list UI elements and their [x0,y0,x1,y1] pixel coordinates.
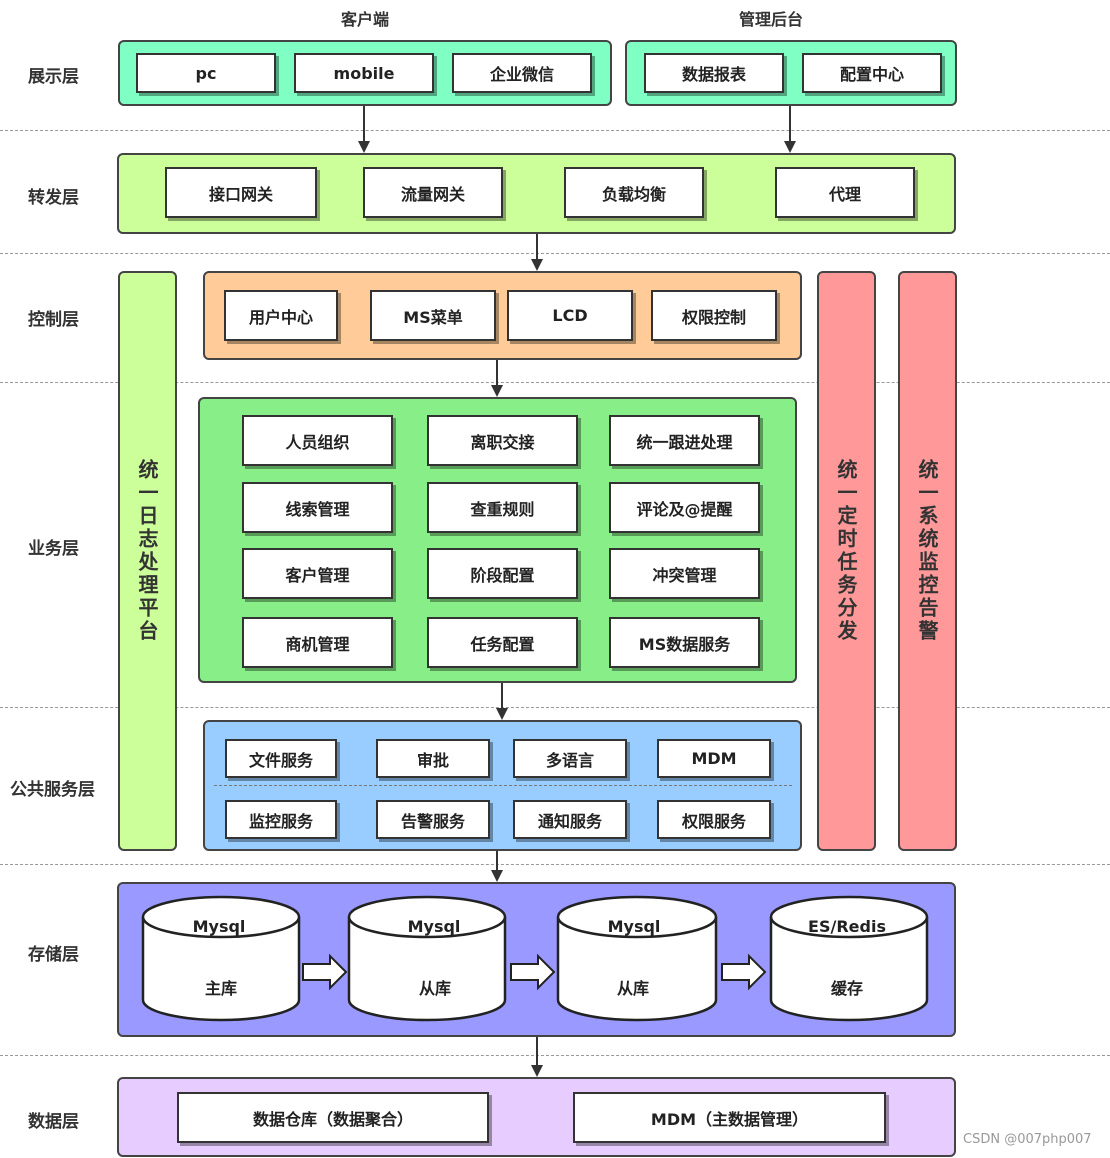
wecom-box: 企业微信 [452,53,592,93]
data-warehouse-box: 数据仓库（数据聚合） [177,1092,489,1143]
cylinder-3-bottom-label: 从库 [616,979,650,998]
stage-config-box: 阶段配置 [427,548,578,599]
separator-line [0,130,1110,131]
layer-label-public: 公共服务层 [10,780,95,800]
report-box: 数据报表 [644,53,784,93]
lcd-box: LCD [507,290,633,341]
alert-service-box: 告警服务 [376,800,490,839]
separator-line [0,1055,1110,1056]
org-box: 人员组织 [242,415,393,466]
monitor-alert-label: 统一系统监控告警 [915,459,939,643]
monitor-alert-column: 统一系统监控告警 [898,271,957,851]
public-services-divider [214,785,792,786]
cylinder-1-bottom-label: 主库 [204,979,238,998]
pc-box: pc [136,53,276,93]
i18n-box: 多语言 [513,739,627,778]
permission-service-box: 权限服务 [657,800,771,839]
log-platform-column: 统一日志处理平台 [118,271,177,851]
task-dispatch-label: 统一定时任务分发 [834,459,858,643]
load-balancer-box: 负载均衡 [564,167,704,218]
comment-mention-box: 评论及@提醒 [609,482,760,533]
separator-line [0,253,1110,254]
followup-box: 统一跟进处理 [609,415,760,466]
proxy-box: 代理 [775,167,915,218]
mobile-box: mobile [294,53,434,93]
config-center-box: 配置中心 [802,53,942,93]
lead-mgmt-box: 线索管理 [242,482,393,533]
dedup-rule-box: 查重规则 [427,482,578,533]
layer-label-data: 数据层 [28,1112,79,1132]
cylinder-4-bottom-label: 缓存 [830,979,864,998]
opportunity-mgmt-box: 商机管理 [242,617,393,668]
layer-label-storage: 存储层 [28,945,79,965]
permission-control-box: 权限控制 [651,290,777,341]
log-platform-label: 统一日志处理平台 [135,459,159,643]
watermark: CSDN @007php007 [963,1132,1092,1147]
layer-label-display: 展示层 [28,67,79,87]
separator-line [0,707,1110,708]
cylinder-2-top-label: Mysql [407,917,461,936]
cylinder-2-bottom-label: 从库 [418,979,452,998]
layer-label-forward: 转发层 [28,188,79,208]
separator-line [0,382,1110,383]
mdm-master-data-box: MDM（主数据管理） [573,1092,886,1143]
layer-label-business: 业务层 [28,539,79,559]
client-header: 客户端 [340,10,389,29]
cylinder-1-top-label: Mysql [192,917,246,936]
approval-box: 审批 [376,739,490,778]
ms-menu-box: MS菜单 [370,290,496,341]
file-service-box: 文件服务 [225,739,337,778]
user-center-box: 用户中心 [224,290,338,341]
notify-service-box: 通知服务 [513,800,627,839]
task-dispatch-column: 统一定时任务分发 [817,271,876,851]
customer-mgmt-box: 客户管理 [242,548,393,599]
storage-panel [117,882,956,1037]
cylinder-4-top-label: ES/Redis [808,917,886,936]
task-config-box: 任务配置 [427,617,578,668]
traffic-gateway-box: 流量网关 [363,167,503,218]
handover-box: 离职交接 [427,415,578,466]
admin-header: 管理后台 [738,10,803,29]
api-gateway-box: 接口网关 [165,167,317,218]
separator-line [0,864,1110,865]
mdm-service-box: MDM [657,739,771,778]
monitor-service-box: 监控服务 [225,800,337,839]
layer-label-control: 控制层 [28,310,79,330]
conflict-mgmt-box: 冲突管理 [609,548,760,599]
ms-data-service-box: MS数据服务 [609,617,760,668]
cylinder-3-top-label: Mysql [607,917,661,936]
